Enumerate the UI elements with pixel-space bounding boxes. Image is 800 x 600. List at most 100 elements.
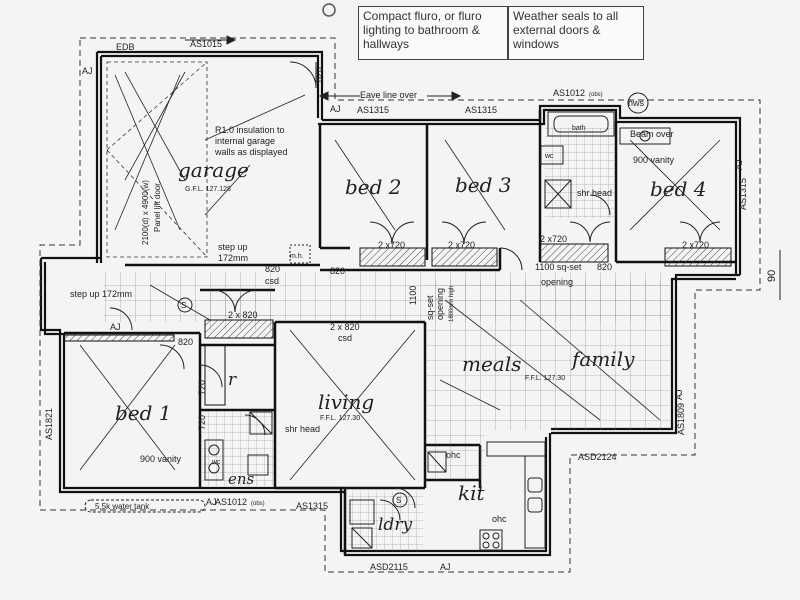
svg-text:ohc: ohc [492, 514, 507, 524]
svg-text:AJ: AJ [206, 497, 217, 507]
svg-text:AS1315: AS1315 [738, 178, 748, 210]
binder-hole-icon [322, 3, 336, 17]
room-kit-label: kit [458, 481, 486, 505]
svg-text:sq-set: sq-set [425, 295, 435, 320]
svg-text:AS1315: AS1315 [465, 105, 497, 115]
svg-text:S: S [181, 301, 186, 310]
cooktop-icon [479, 529, 503, 551]
svg-text:ASD2115: ASD2115 [370, 562, 408, 572]
room-bed3-label: bed 3 [455, 173, 512, 197]
svg-text:2 x 820: 2 x 820 [330, 322, 360, 332]
svg-text:820: 820 [314, 67, 324, 82]
room-bed2[interactable] [322, 126, 426, 246]
svg-text:opening: opening [541, 277, 573, 287]
svg-text:wc: wc [544, 153, 554, 160]
svg-text:m.h.: m.h. [290, 253, 304, 260]
room-garage[interactable] [102, 57, 317, 262]
tiled-areas [104, 128, 674, 552]
laundry-tub-icon [349, 499, 375, 525]
room-family-label: family [570, 347, 635, 371]
svg-text:AS1315: AS1315 [357, 105, 389, 115]
svg-text:900 vanity: 900 vanity [140, 454, 182, 464]
water-tank-icon [84, 499, 206, 513]
svg-text:2 x 820: 2 x 820 [228, 310, 258, 320]
room-bed1[interactable] [66, 342, 198, 486]
svg-text:F.F.L. 127.30: F.F.L. 127.30 [525, 375, 565, 382]
svg-text:AJ: AJ [674, 389, 684, 400]
room-bed1-label: bed 1 [115, 401, 172, 425]
svg-text:AS1015: AS1015 [190, 39, 222, 49]
svg-text:AS1821: AS1821 [44, 408, 54, 440]
room-bed2-label: bed 2 [345, 175, 402, 199]
toilet-icon [540, 145, 564, 165]
svg-text:AS1315: AS1315 [296, 501, 328, 511]
svg-text:ASD2124: ASD2124 [578, 452, 617, 462]
svg-text:2 x720: 2 x720 [378, 240, 405, 250]
svg-text:bath: bath [572, 125, 586, 132]
room-ldry-label: ldry [378, 515, 412, 535]
smoke-detector-icon [177, 297, 193, 313]
svg-text:shr head: shr head [577, 188, 612, 198]
eave-lines [39, 37, 761, 573]
svg-text:90: 90 [766, 270, 778, 282]
svg-text:AJ: AJ [734, 159, 744, 170]
svg-text:Panel lift door.: Panel lift door. [153, 181, 162, 232]
svg-text:Beam over: Beam over [630, 129, 674, 139]
ensuite-toilet-icon [247, 454, 269, 476]
svg-text:AJ: AJ [440, 562, 451, 572]
garage-panel-door [106, 61, 208, 258]
room-meals-family[interactable] [427, 285, 671, 427]
svg-text:820: 820 [597, 262, 612, 272]
room-names: garage bed 2 bed 3 bed 4 bed 1 living me… [115, 158, 707, 535]
svg-text:2 x720: 2 x720 [540, 234, 567, 244]
svg-text:walls as displayed: walls as displayed [214, 147, 288, 157]
svg-text:F.F.L. 127.30: F.F.L. 127.30 [320, 415, 360, 422]
room-meals-label: meals [462, 352, 521, 376]
room-ens-label: ens [228, 470, 255, 488]
note-weather-seals: Weather seals to all external doors & wi… [508, 6, 644, 60]
svg-text:900 vanity: 900 vanity [633, 155, 675, 165]
room-bed4[interactable] [618, 124, 735, 244]
svg-text:AJ: AJ [110, 322, 121, 332]
svg-text:172mm: 172mm [218, 253, 248, 263]
svg-text:720: 720 [197, 415, 207, 430]
svg-text:internal garage: internal garage [215, 136, 275, 146]
room-living[interactable] [277, 324, 423, 486]
room-wir-label: r [228, 370, 237, 390]
dimension-labels: EDB AS1015 AJ 820 Eave line over AS1315 … [44, 39, 778, 572]
svg-text:1800mm high: 1800mm high [449, 286, 455, 322]
svg-text:AJ: AJ [330, 104, 341, 114]
svg-text:820: 820 [330, 266, 345, 276]
svg-text:shr head: shr head [285, 424, 320, 434]
svg-text:AS1012: AS1012 [553, 88, 585, 98]
diagonal-markers [79, 71, 721, 481]
svg-text:AS1809: AS1809 [676, 403, 686, 435]
svg-text:EDB: EDB [116, 42, 135, 52]
svg-text:820: 820 [178, 337, 193, 347]
svg-text:2 x720: 2 x720 [448, 240, 475, 250]
arrows [185, 35, 781, 300]
room-kitchen[interactable] [482, 437, 545, 549]
smoke-detector-icon-2 [392, 492, 408, 508]
svg-text:opening: opening [435, 288, 445, 320]
svg-text:step up 172mm: step up 172mm [70, 289, 132, 299]
note-lighting: Compact fluro, or fluro lighting to bath… [358, 6, 508, 60]
svg-text:2100(d) x 4900(w): 2100(d) x 4900(w) [141, 180, 150, 245]
svg-text:2 x720: 2 x720 [682, 240, 709, 250]
fixtures [84, 92, 671, 551]
svg-text:csd: csd [265, 276, 279, 286]
svg-text:ohc: ohc [446, 450, 461, 460]
svg-text:S: S [396, 496, 401, 505]
room-laundry[interactable] [347, 490, 425, 552]
svg-text:Eave line over: Eave line over [360, 90, 417, 100]
svg-text:G.F.L. 127.128: G.F.L. 127.128 [185, 186, 231, 193]
svg-text:720: 720 [197, 380, 207, 395]
svg-text:AJ: AJ [82, 66, 93, 76]
svg-text:wc: wc [211, 459, 221, 466]
robes [63, 243, 732, 406]
svg-text:AS1012: AS1012 [215, 497, 247, 507]
svg-text:hws: hws [628, 98, 645, 108]
room-bed3[interactable] [429, 126, 539, 246]
svg-text:R1.0 insulation to: R1.0 insulation to [215, 125, 285, 135]
